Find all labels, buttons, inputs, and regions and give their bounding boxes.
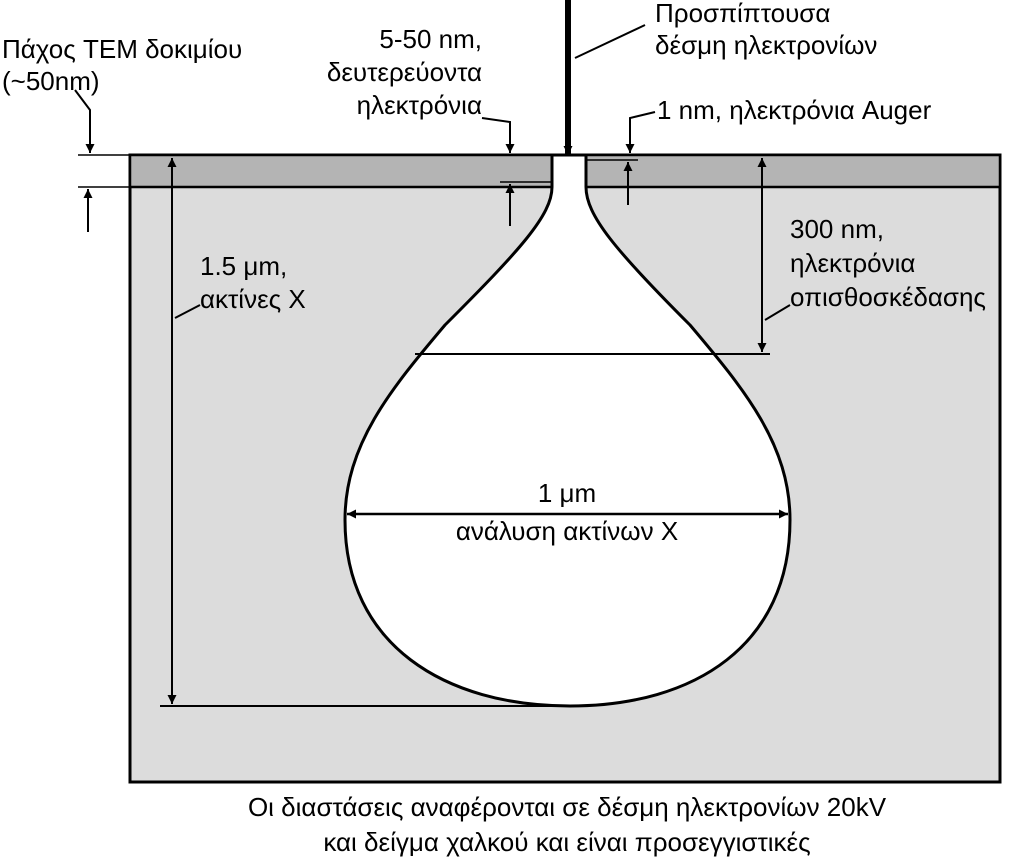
secondary-label-1: 5-50 nm, — [379, 24, 482, 54]
secondary-arrow-top — [481, 117, 515, 153]
backscatter-label-1: 300 nm, — [790, 214, 884, 244]
interaction-volume — [343, 153, 792, 708]
incident-beam-label-1: Προσπίπτουσα — [655, 0, 830, 28]
tem-thickness-label: Πάχος TEM δοκιμίου — [2, 34, 242, 64]
xray-depth-label-2: ακτίνες X — [200, 284, 306, 314]
xray-resolution-label-1: 1 μm — [538, 478, 596, 508]
secondary-label-2: δευτερεύοντα — [327, 57, 482, 87]
xray-resolution-label-2: ανάλυση ακτίνων X — [456, 516, 678, 546]
auger-label: 1 nm, ηλεκτρόνια Auger — [657, 95, 932, 125]
incident-beam-leader — [574, 24, 646, 59]
xray-depth-label-1: 1.5 μm, — [200, 251, 287, 281]
incident-beam-label-2: δέσμη ηλεκτρονίων — [655, 30, 877, 60]
backscatter-leader — [764, 304, 791, 321]
tem-thickness-arrow-top — [74, 89, 95, 153]
tem-thickness-value: (~50nm) — [2, 66, 100, 96]
auger-arrow-top — [625, 111, 656, 153]
backscatter-label-2: ηλεκτρόνια — [790, 248, 915, 278]
caption-line-2: και δείγμα χαλκού και είναι προσεγγιστικ… — [323, 827, 810, 857]
secondary-label-3: ηλεκτρόνια — [357, 90, 482, 120]
xray-depth-leader — [174, 304, 201, 319]
backscatter-label-3: οπισθοσκέδασης — [790, 282, 986, 312]
caption-line-1: Οι διαστάσεις αναφέρονται σε δέσμη ηλεκτ… — [248, 792, 887, 822]
